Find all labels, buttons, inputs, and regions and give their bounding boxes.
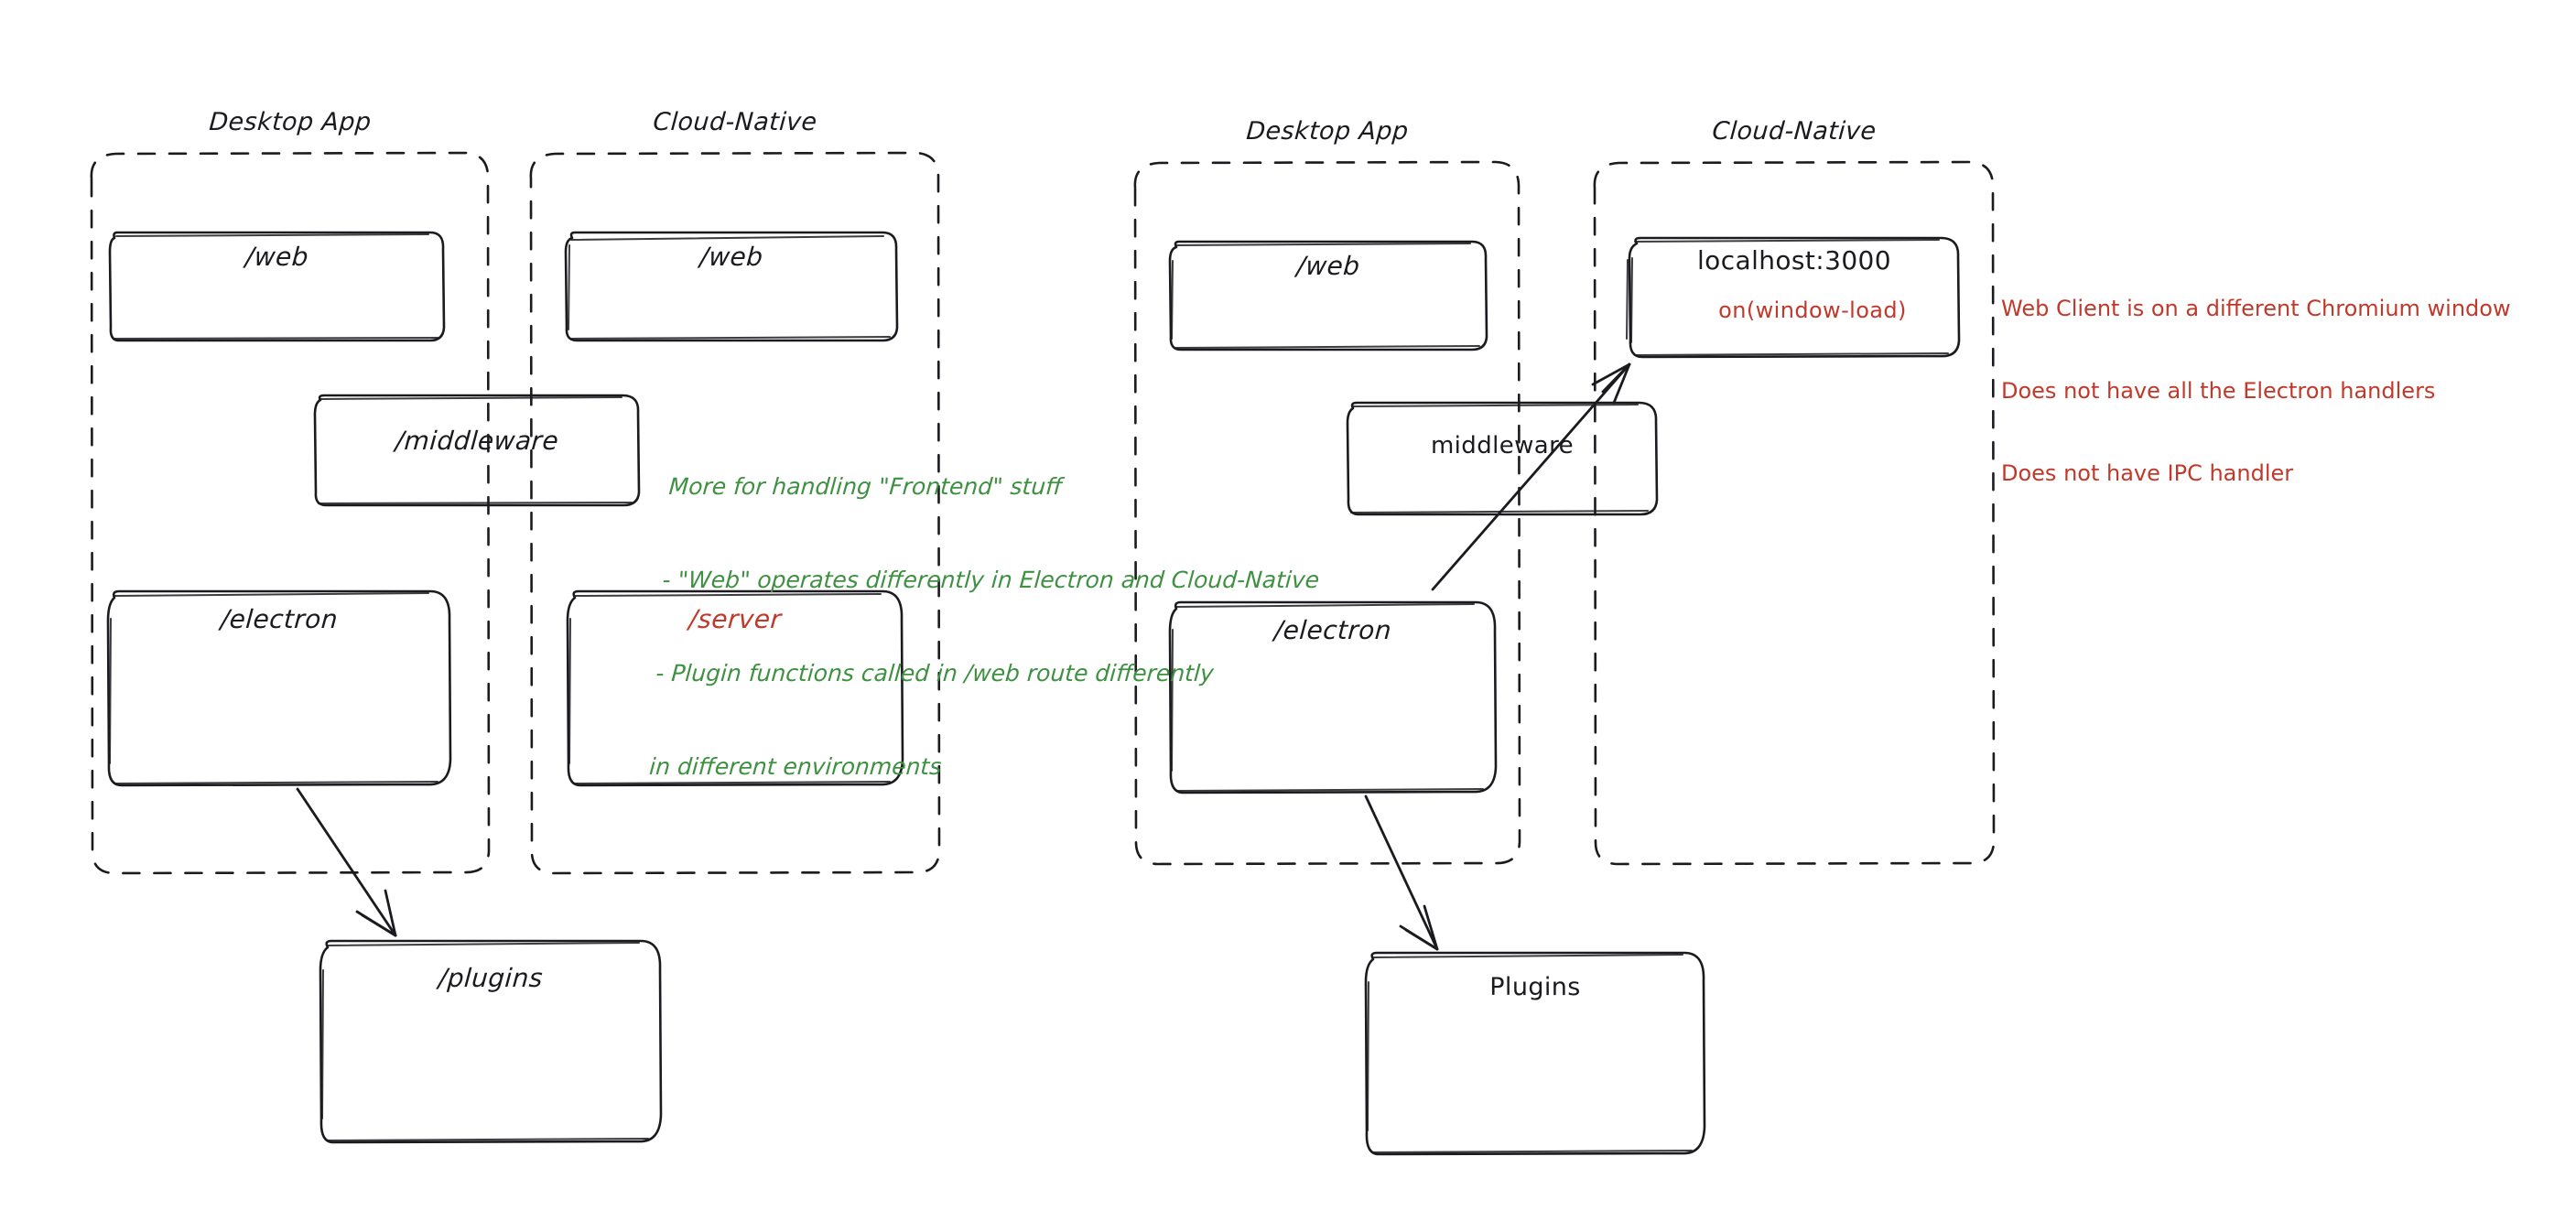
arrow-right-electron-to-plugins [1364,794,1439,951]
group-title-left-cloud-native: Cloud-Native [652,108,818,136]
red-note-line-1: Web Client is on a different Chromium wi… [2001,296,2511,321]
box-outline-left-middleware [313,394,641,507]
box-outline-right-plugins [1364,951,1706,1156]
box-label-right-plugins[interactable]: Plugins [1489,973,1581,1001]
box-outline-left-electron [106,589,452,787]
arrow-right-electron-to-localhost [1431,362,1631,591]
group-outline-left-desktop-app [90,151,491,875]
box-label-left-middleware[interactable]: /middleware [394,426,560,456]
box-label-left-web[interactable]: /web [244,242,310,272]
box-outline-left-plugins [319,939,663,1144]
green-note-line-1: More for handling "Frontend" stuff [667,473,1064,500]
green-note: More for handling "Frontend" stuff - "We… [644,409,1331,845]
box-label-left-cn-web[interactable]: /web [698,242,764,272]
box-outline-left-cn-web [564,231,899,342]
box-outline-left-server [566,589,904,787]
group-title-left-desktop-app: Desktop App [208,108,373,136]
red-note-line-2: Does not have all the Electron handlers [2001,378,2436,404]
group-title-right-cloud-native: Cloud-Native [1711,117,1878,146]
box-label-left-electron[interactable]: /electron [219,604,340,634]
red-note: Web Client is on a different Chromium wi… [2001,240,2511,542]
red-note-line-3: Does not have IPC handler [2001,460,2294,486]
arrow-left-electron-to-plugins [296,787,397,937]
box-label-right-web[interactable]: /web [1295,251,1361,281]
group-title-right-desktop-app: Desktop App [1245,117,1410,146]
green-note-line-2: - "Web" operates differently in Electron… [661,567,1321,593]
box-label-right-middleware[interactable]: middleware [1430,432,1575,459]
box-outline-left-web [108,231,446,342]
box-label-left-plugins[interactable]: /plugins [437,963,545,993]
box-sublabel-right-localhost-on-window-load: on(window-load) [1718,297,1907,323]
group-outline-right-desktop-app [1133,160,1521,866]
box-outline-right-web [1168,240,1488,351]
green-note-line-3: - Plugin functions called in /web route … [655,660,1215,686]
green-note-line-4: in different environments [648,753,943,780]
box-outline-right-localhost [1626,236,1961,359]
box-outline-right-electron [1168,600,1498,794]
box-label-right-localhost[interactable]: localhost:3000 [1697,245,1891,276]
